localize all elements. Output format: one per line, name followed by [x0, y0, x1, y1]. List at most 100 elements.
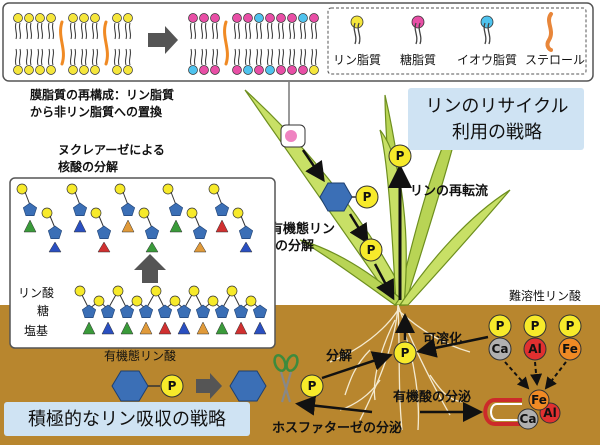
base: [215, 219, 229, 233]
p-circle-root: P: [393, 341, 417, 365]
sugar: [72, 202, 88, 216]
base: [121, 219, 135, 233]
degradation-arrow: [134, 254, 166, 283]
organic-acid-label: 有機酸の分泌: [393, 389, 471, 405]
p-circle-organic: P: [355, 185, 379, 209]
lipid-bottom: [243, 65, 253, 75]
phosphate: [16, 183, 28, 195]
lipid-bottom: [79, 65, 89, 75]
lipid-bottom: [232, 65, 242, 75]
svg-text:P: P: [363, 190, 372, 204]
svg-text:Ca: Ca: [520, 412, 537, 426]
lipid-top: [123, 13, 133, 23]
legend-phospholipid-head: [350, 15, 364, 29]
label-base: 塩基: [24, 323, 48, 338]
svg-text:P: P: [308, 379, 317, 393]
lipid-bottom: [68, 65, 78, 75]
legend-label-sterol: ステロール: [525, 53, 585, 67]
lipid-bottom: [265, 65, 275, 75]
phosphate: [169, 295, 181, 307]
phosphate: [66, 183, 78, 195]
phosphate: [90, 207, 102, 219]
svg-text:P: P: [531, 319, 540, 333]
lipid-bottom: [46, 65, 56, 75]
sugar: [214, 202, 230, 216]
scissors-icon: [273, 354, 299, 403]
lipid-top: [35, 13, 45, 23]
phosphate: [112, 285, 124, 297]
lipid-bottom: [188, 65, 198, 75]
sugar: [214, 304, 230, 319]
lipid-top: [243, 13, 253, 23]
base: [48, 241, 62, 253]
base: [196, 321, 210, 335]
chelator-shape: [483, 398, 522, 426]
sugar: [168, 202, 184, 216]
sugar: [233, 304, 249, 319]
svg-text:P: P: [566, 319, 575, 333]
lipid-top: [210, 13, 220, 23]
sugar: [96, 225, 112, 239]
lipid-top: [265, 13, 275, 23]
lipid-top: [79, 13, 89, 23]
nucleic-acid-strand: [74, 285, 268, 335]
lipid-top: [112, 13, 122, 23]
base: [82, 321, 96, 335]
base: [239, 241, 253, 253]
svg-text:Fe: Fe: [562, 342, 578, 356]
freed-to-stem-arrow: [373, 263, 395, 301]
legend-glycolipid-head: [411, 15, 425, 29]
insoluble-p-al: P Al: [523, 314, 547, 361]
sugar: [138, 304, 154, 319]
active-line: 積極的なリン吸収の戦略: [28, 409, 226, 430]
legend-sulfolipid-head: [480, 15, 494, 29]
phosphate: [207, 295, 219, 307]
insoluble-p-ca: P Ca: [488, 314, 512, 361]
lipid-bottom: [287, 65, 297, 75]
phosphatase-label: ホスファターゼの分泌: [272, 420, 402, 436]
p-circle-retransport: P: [388, 144, 412, 168]
svg-text:P: P: [496, 319, 505, 333]
recycle-box: [408, 88, 584, 150]
dashed-arrows: [504, 361, 567, 390]
lipid-bottom: [112, 65, 122, 75]
phosphate: [208, 183, 220, 195]
base: [97, 241, 111, 253]
sterol: [223, 20, 229, 66]
lipid-bottom: [90, 65, 100, 75]
organic-label-line1: 有機態リン: [270, 221, 335, 237]
nucleotide-fragments: [16, 183, 254, 253]
lipid-bottom: [298, 65, 308, 75]
phosphate: [245, 295, 257, 307]
leaf-right-front: [398, 189, 511, 306]
lipid-top: [24, 13, 34, 23]
sugar: [144, 225, 160, 239]
sugar: [192, 225, 208, 239]
phosphate: [93, 295, 105, 307]
base: [193, 241, 207, 253]
phosphate: [150, 285, 162, 297]
sugar: [119, 304, 135, 319]
p-circle-soil-released: P: [300, 374, 324, 398]
lipid-bottom: [199, 65, 209, 75]
chelated-complex: Ca Al Fe: [517, 389, 561, 430]
lipid-bottom: [35, 65, 45, 75]
organic-label-line2: の分解: [275, 238, 314, 254]
sterol: [59, 20, 65, 66]
phosphate: [162, 183, 174, 195]
soil-transition-arrow: [196, 373, 222, 399]
legend-sterol: ステロール: [525, 12, 585, 67]
svg-text:Fe: Fe: [531, 393, 547, 407]
label-sugar: 糖: [37, 303, 49, 318]
organic-to-free-arrow: [348, 213, 369, 245]
membrane-caption-line2: から非リン脂質への置換: [30, 104, 163, 119]
nuclease-caption-line1: ヌクレアーゼによる: [58, 142, 165, 157]
phosphate: [232, 207, 244, 219]
lipid-top: [232, 13, 242, 23]
lipid-top: [287, 13, 297, 23]
phosphate: [188, 285, 200, 297]
phosphate: [138, 207, 150, 219]
legend-glycolipid: 糖脂質: [400, 15, 436, 67]
sugar: [157, 304, 173, 319]
